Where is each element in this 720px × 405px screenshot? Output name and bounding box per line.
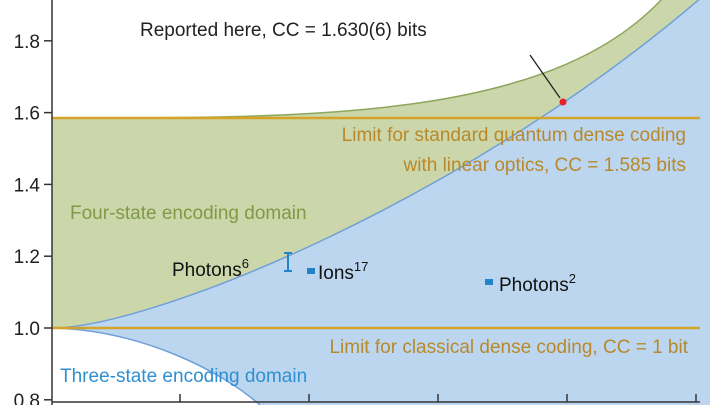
y-tick-label-3: 1.4 xyxy=(14,175,41,196)
three-state-lower-boundary xyxy=(51,327,261,405)
reported-label: Reported here, CC = 1.630(6) bits xyxy=(140,20,427,41)
photons6-label: Photons6 xyxy=(172,256,249,281)
photons2-label: Photons2 xyxy=(499,271,576,296)
y-tick-label-5: 1.8 xyxy=(14,32,40,53)
four-state-label: Four-state encoding domain xyxy=(70,203,307,224)
y-tick-label-4: 1.6 xyxy=(14,104,40,125)
y-tick-label-2: 1.2 xyxy=(14,247,40,268)
reported-leader xyxy=(529,54,561,99)
three-state-label: Three-state encoding domain xyxy=(60,366,307,387)
y-tick-label-1: 1.0 xyxy=(14,319,40,340)
y-tick-label-0: 0.8 xyxy=(14,391,40,405)
four-state-region xyxy=(52,0,699,328)
photons2-point xyxy=(485,279,493,285)
ions17-label: Ions17 xyxy=(318,259,368,284)
photons6-point xyxy=(284,252,292,272)
reported-point xyxy=(559,98,567,106)
classical-limit-label: Limit for classical dense coding, CC = 1… xyxy=(329,337,688,358)
three-state-region xyxy=(52,0,710,405)
ions17-point xyxy=(307,268,315,274)
three-state-upper-boundary xyxy=(51,0,700,329)
quantum-limit-label-line1: Limit for standard quantum dense coding xyxy=(342,125,686,146)
quantum-limit-label-line2: with linear optics, CC = 1.585 bits xyxy=(403,155,687,176)
